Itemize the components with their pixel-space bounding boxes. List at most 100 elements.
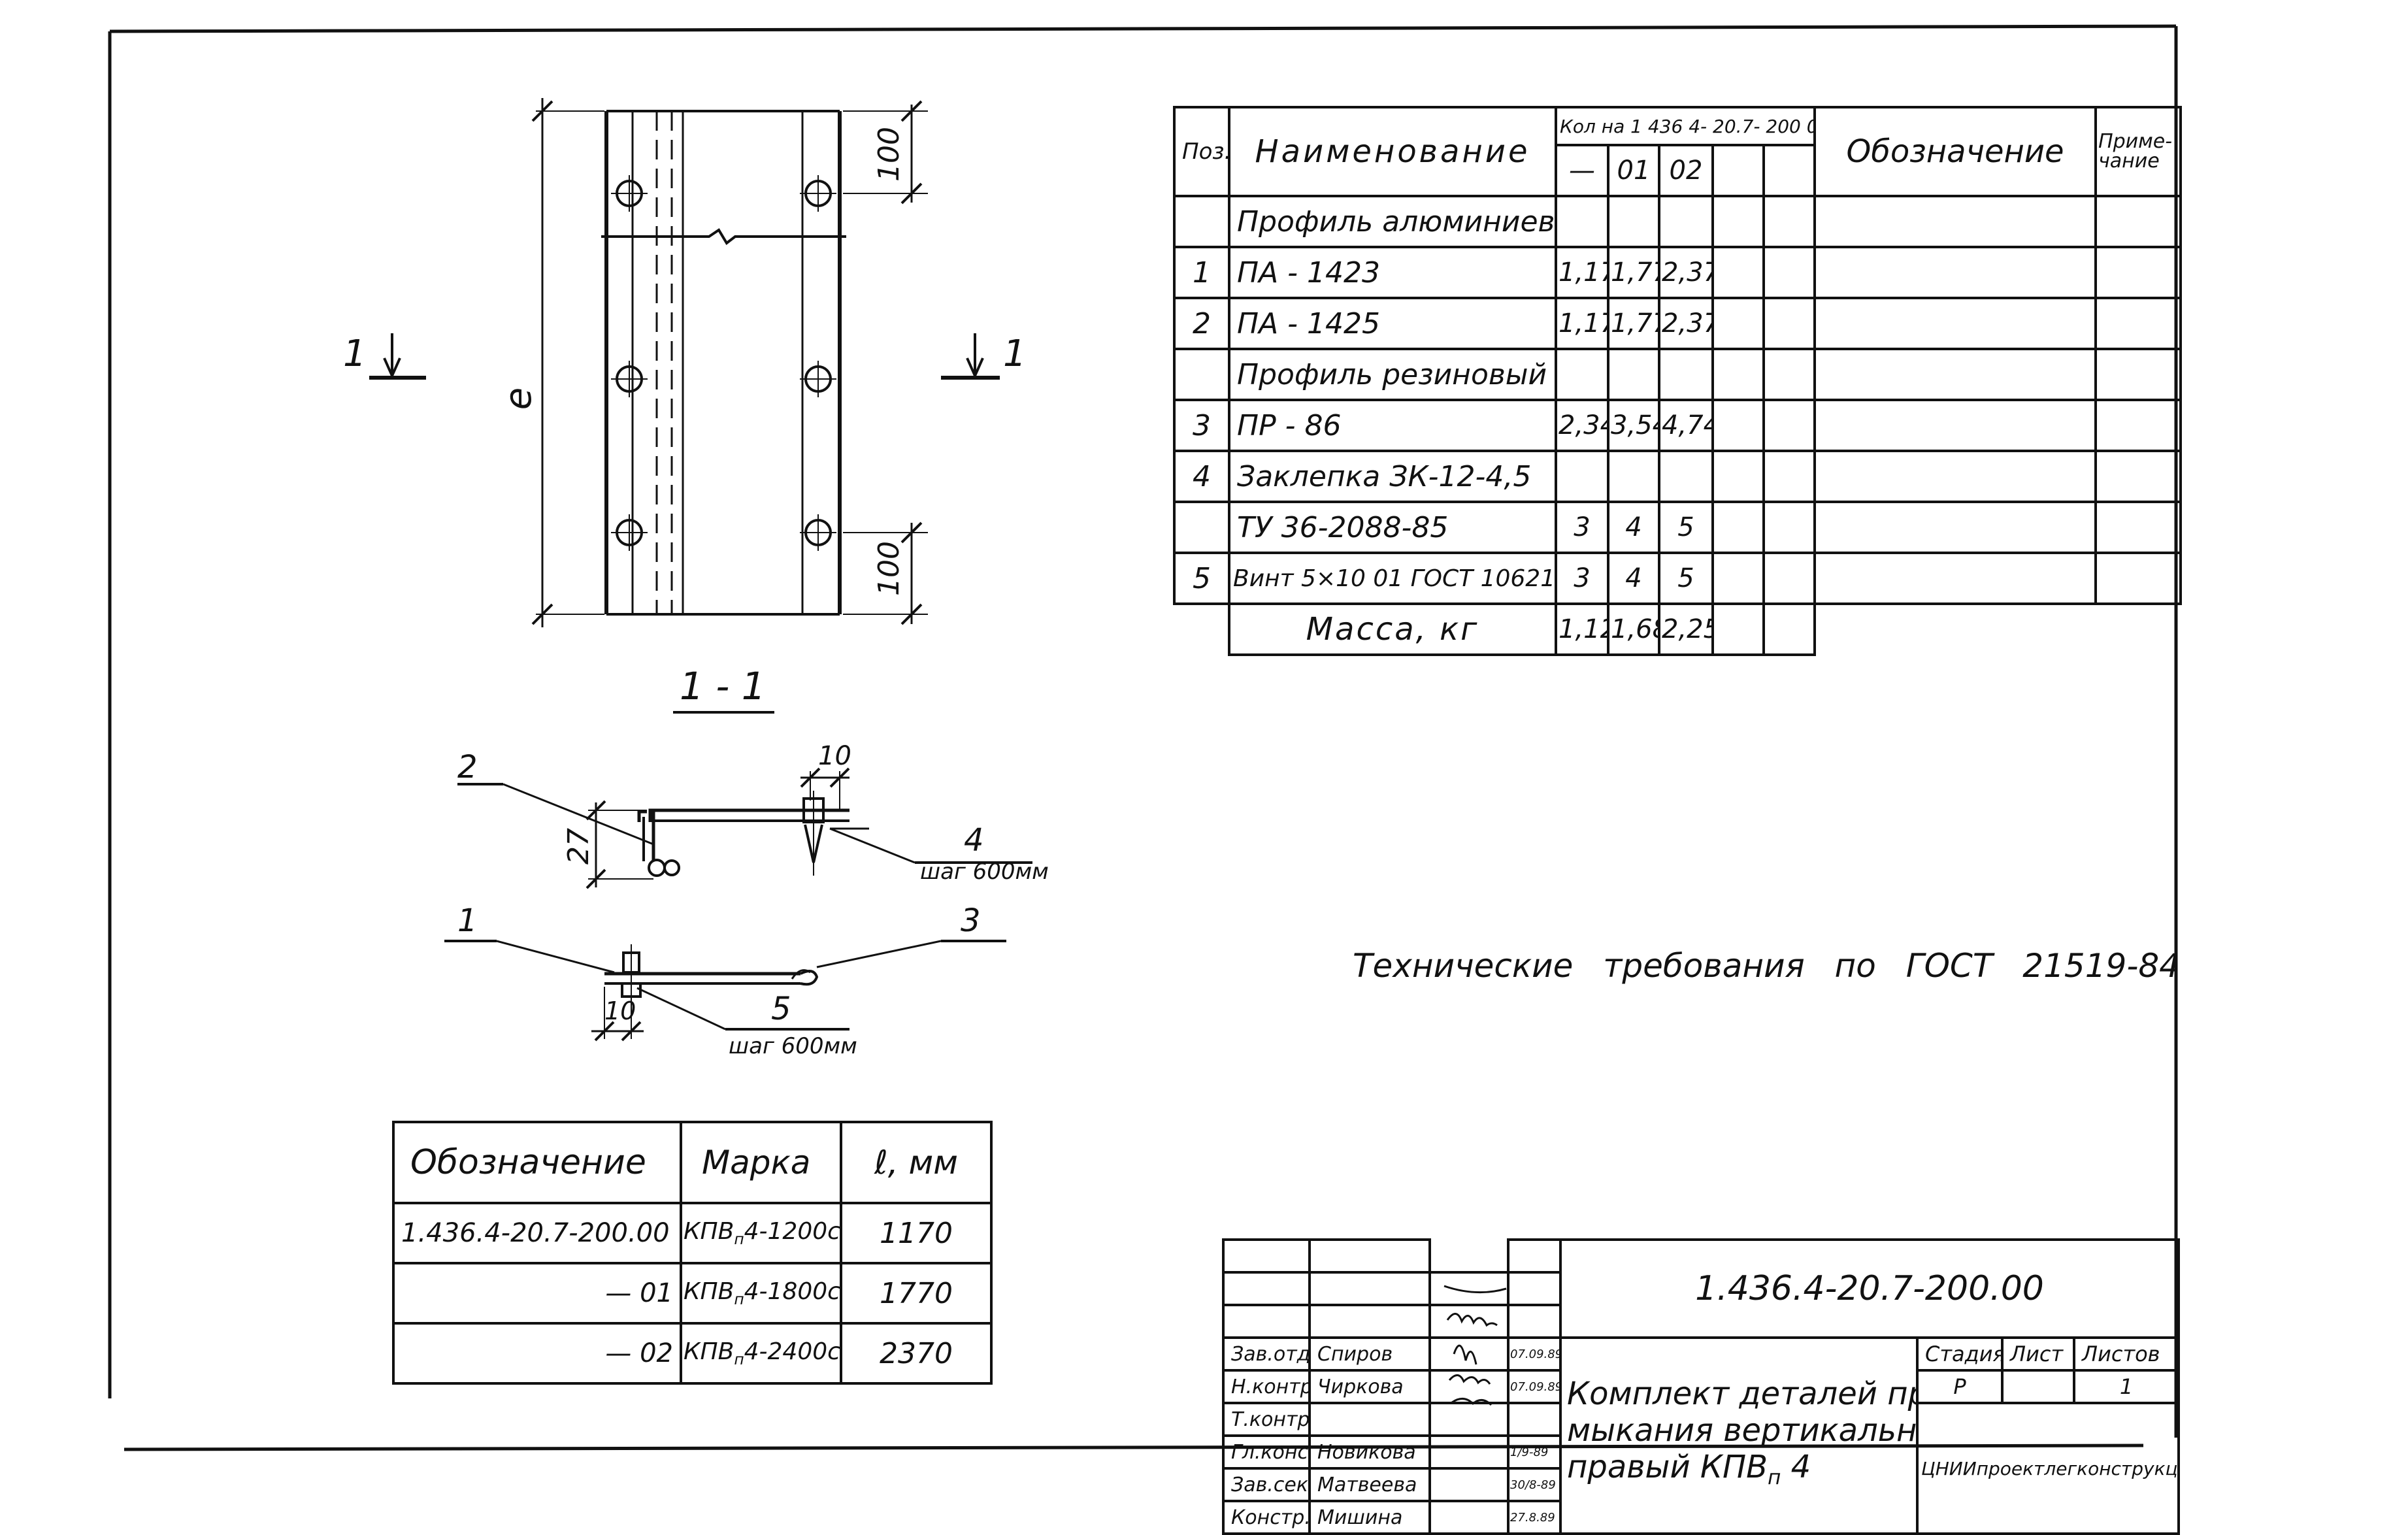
spec-header-qty-blank-b xyxy=(1762,144,1817,197)
stamp-blank-row xyxy=(1222,1271,2179,1306)
spec-row-pos xyxy=(1173,348,1230,401)
detail-lower-pos-3: 3 xyxy=(961,902,981,939)
spec-row-blank xyxy=(1711,246,1765,299)
spec-row-q2 xyxy=(1658,195,1714,248)
spec-row-q1: 1,77 xyxy=(1607,297,1660,350)
stamp-stage: Р xyxy=(1916,1369,2004,1404)
detail-lower-pos-5: 5 xyxy=(771,991,791,1027)
marks-row-mark: КПВп4-1200с xyxy=(680,1202,842,1264)
spec-row-blank xyxy=(1762,501,1817,554)
marks-row-mark-post: 4-2400с xyxy=(744,1338,840,1365)
spec-row-q0 xyxy=(1555,195,1609,248)
spec-row-pos xyxy=(1173,195,1230,248)
detail-upper-dim-27: 27 xyxy=(562,828,595,865)
spec-header-qty-1: 01 xyxy=(1607,144,1660,197)
spec-mass-blank xyxy=(1711,602,1765,656)
spec-row-q0: 2,34 xyxy=(1555,399,1609,452)
spec-row: Профиль резиновый xyxy=(1173,348,2183,401)
stamp-title-line3-sub: п xyxy=(1768,1466,1781,1490)
stamp-date: 07.09.89 xyxy=(1507,1336,1562,1372)
stamp-signature xyxy=(1428,1467,1509,1502)
stamp-signature xyxy=(1428,1336,1509,1372)
spec-row-q1: 1,77 xyxy=(1607,246,1660,299)
spec-row-designation xyxy=(1813,501,2098,554)
stamp-role: Зав.отд. xyxy=(1222,1336,1311,1372)
marks-row-designation: — 02 xyxy=(392,1322,682,1385)
marks-row-mark-pre: КПВ xyxy=(684,1217,734,1245)
spec-row: ТУ 36-2088-85 3 4 5 xyxy=(1173,501,2183,554)
spec-row-q1: 4 xyxy=(1607,552,1660,605)
stamp-date: 1/9-89 xyxy=(1507,1434,1562,1470)
spec-row-note xyxy=(2094,348,2183,401)
spec-row: 3 ПР - 86 2,34 3,54 4,74 xyxy=(1173,399,2183,452)
stamp-code: 1.436.4-20.7-200.00 xyxy=(1559,1238,2180,1339)
spec-row-blank xyxy=(1762,246,1817,299)
stamp-sheets-header: Листов xyxy=(2073,1336,2180,1372)
spec-row-q2: 5 xyxy=(1658,552,1714,605)
section-mark-right: 1 xyxy=(1003,333,1027,375)
spec-header-qty-0: — xyxy=(1555,144,1609,197)
spec-mass-q0: 1,12 xyxy=(1555,602,1609,656)
dim-100-top: 100 xyxy=(872,127,906,182)
marks-table: Обозначение Марка ℓ, мм 1.436.4-20.7-200… xyxy=(392,1121,993,1385)
stamp-name: Новикова xyxy=(1308,1434,1431,1470)
stamp-person-row: Зав.сект Матвеева 30/8-89 xyxy=(1222,1467,2179,1502)
spec-row-name: ПА - 1425 xyxy=(1228,297,1557,350)
spec-mass-label: Масса, кг xyxy=(1228,602,1557,656)
spec-row: 5 Винт 5×10 01 ГОСТ 10621-80 3 4 5 xyxy=(1173,552,2183,605)
stamp-name: Матвеева xyxy=(1308,1467,1431,1502)
detail-upper-pitch: шаг 600мм xyxy=(920,859,1049,885)
stamp-sheet xyxy=(2001,1369,2075,1404)
spec-row-q2 xyxy=(1658,450,1714,503)
spec-row-pos: 5 xyxy=(1173,552,1230,605)
spec-row-name: ТУ 36-2088-85 xyxy=(1228,501,1557,554)
spec-row-blank xyxy=(1711,501,1765,554)
stamp-role: Н.контр xyxy=(1222,1369,1311,1404)
dim-length-l: e xyxy=(497,388,540,410)
stamp-title-line2: мыкания вертикальный xyxy=(1567,1411,1917,1449)
stamp-sheet-header: Лист xyxy=(2001,1336,2075,1372)
marks-header-row: Обозначение Марка ℓ, мм xyxy=(392,1121,993,1204)
spec-header-note: Приме- чание xyxy=(2094,106,2183,197)
stamp-blank xyxy=(1308,1271,1431,1306)
spec-row-blank xyxy=(1762,450,1817,503)
stamp-title-line3-pre: правый КПВ xyxy=(1567,1448,1768,1485)
spec-header-pos: Поз. xyxy=(1173,106,1230,197)
spec-mass-row: Масса, кг 1,12 1,68 2,25 xyxy=(1174,602,2181,656)
marks-row-mark: КПВп4-1800с xyxy=(680,1262,842,1325)
stamp-title-line3-post: 4 xyxy=(1781,1448,1811,1485)
detail-upper-pos-4: 4 xyxy=(964,822,984,859)
spec-row-q1 xyxy=(1607,450,1660,503)
spec-mass-empty xyxy=(1174,604,1229,655)
spec-row-note xyxy=(2094,552,2183,605)
spec-row: 4 Заклепка ЗК-12-4,5 xyxy=(1173,450,2183,503)
stamp-blank xyxy=(1308,1238,1431,1274)
stamp-title: Комплект деталей при- мыкания вертикальн… xyxy=(1559,1336,1919,1535)
stamp-role: Гл.констр xyxy=(1222,1434,1311,1470)
spec-row-name: ПР - 86 xyxy=(1228,399,1557,452)
spec-mass-empty xyxy=(2096,604,2181,655)
spec-row-q2: 2,37 xyxy=(1658,297,1714,350)
spec-row-note xyxy=(2094,297,2183,350)
stamp-name: Чиркова xyxy=(1308,1369,1431,1404)
spec-row-note xyxy=(2094,195,2183,248)
spec-row-designation xyxy=(1813,246,2098,299)
profile-plan-view xyxy=(369,98,1000,627)
stamp-name: Мишина xyxy=(1308,1500,1431,1535)
spec-row-designation xyxy=(1813,195,2098,248)
dim-100-bottom: 100 xyxy=(872,541,906,596)
spec-row-blank xyxy=(1762,552,1817,605)
detail-upper-dim-10: 10 xyxy=(818,741,851,771)
spec-header-qty-blank-a xyxy=(1711,144,1765,197)
marks-row-mark-pre: КПВ xyxy=(684,1338,734,1365)
detail-lower-dim-10: 10 xyxy=(604,997,636,1025)
spec-row-designation xyxy=(1813,348,2098,401)
marks-header-length: ℓ, мм xyxy=(840,1121,993,1204)
stamp-blank xyxy=(1428,1271,1509,1306)
spec-mass-q1: 1,68 xyxy=(1607,602,1660,656)
spec-row-q0 xyxy=(1555,348,1609,401)
stamp-organization: ЦНИИпроектлегконструкция xyxy=(1916,1402,2180,1535)
stamp-blank xyxy=(1428,1304,1509,1339)
section-detail-lower xyxy=(444,940,1006,1042)
drawing-sheet: 100 100 e 1 1 1 - 1 2 27 10 xyxy=(108,24,2180,1451)
